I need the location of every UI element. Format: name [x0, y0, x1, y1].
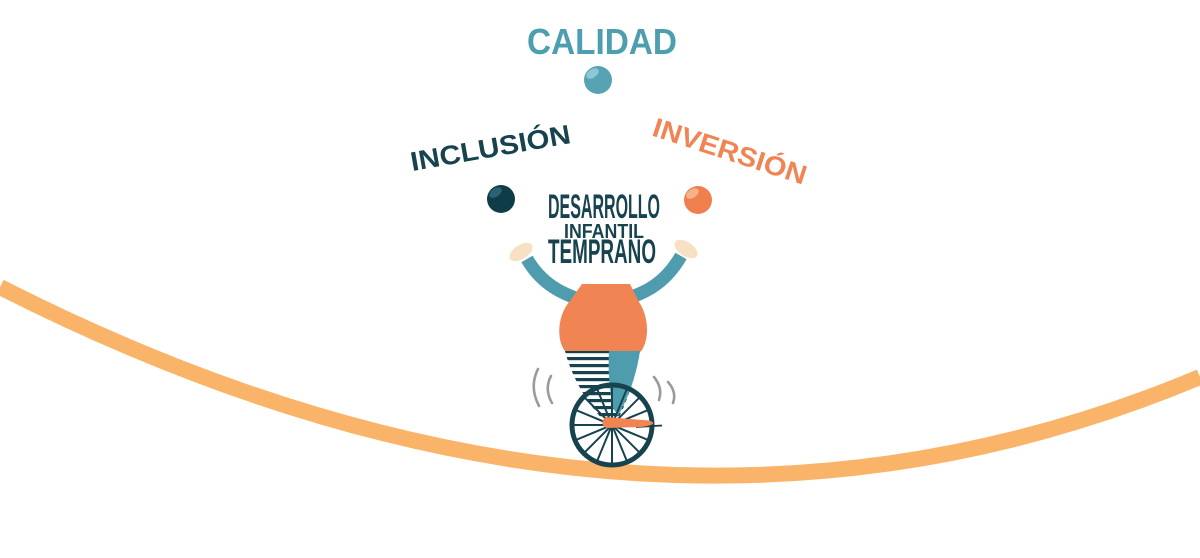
title-line-desarrollo: DESARROLLO: [548, 188, 660, 226]
juggler-torso: [559, 284, 648, 353]
unicycle-wheel: [569, 382, 663, 468]
motion-mark-right-inner: [652, 375, 662, 402]
juggler-leg-teal: [608, 351, 640, 416]
title-block: DESARROLLO INFANTIL TEMPRANO: [548, 188, 660, 271]
juggler-hand-left: [509, 242, 533, 262]
title-line-infantil: INFANTIL: [564, 221, 644, 243]
juggler-figure: [509, 239, 698, 468]
label-inversion: INVERSIÓN: [649, 112, 811, 191]
juggler-hand-right: [674, 239, 698, 259]
ball-inversion: [684, 186, 712, 214]
tightrope: [0, 279, 1200, 484]
title-line-temprano: TEMPRANO: [548, 233, 656, 271]
motion-mark-left-inner: [546, 374, 554, 405]
ball-inclusion: [487, 185, 515, 213]
motion-mark-right-outer: [666, 380, 676, 405]
ball-calidad: [584, 66, 612, 94]
ball-inclusion-highlight: [489, 187, 502, 198]
label-calidad: CALIDAD: [527, 21, 677, 62]
wheel-pedal: [602, 417, 654, 428]
ball-calidad-highlight: [586, 68, 599, 79]
motion-marks: [532, 367, 676, 408]
ball-inversion-highlight: [686, 188, 699, 199]
wheel-rim: [569, 382, 655, 468]
motion-mark-left-outer: [532, 367, 541, 408]
label-inclusion: INCLUSIÓN: [408, 118, 573, 177]
